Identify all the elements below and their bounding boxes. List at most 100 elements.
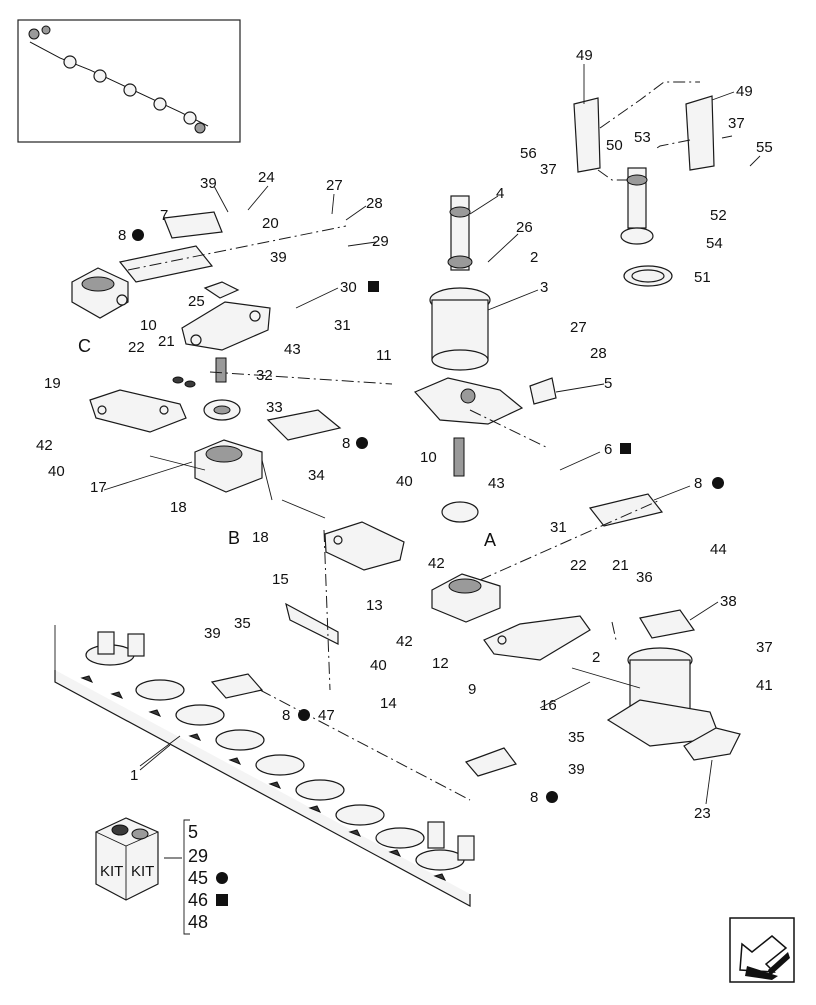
callout-54: 54 xyxy=(706,235,723,252)
gearbox-c xyxy=(71,267,129,319)
callout-12: 12 xyxy=(432,655,449,672)
callout-31: 31 xyxy=(550,519,567,536)
square-marker-icon xyxy=(368,281,379,292)
square-marker-icon xyxy=(620,443,631,454)
callout-33: 33 xyxy=(266,399,283,416)
callout-30: 30 xyxy=(340,279,357,296)
callout-6: 6 xyxy=(604,441,612,458)
cutterbar-discs xyxy=(85,631,475,871)
callout-40: 40 xyxy=(370,657,387,674)
hub-10-center xyxy=(413,377,524,425)
callout-29: 29 xyxy=(372,233,389,250)
callout-49: 49 xyxy=(736,83,753,100)
callout-8: 8 xyxy=(342,435,350,452)
callout-28: 28 xyxy=(366,195,383,212)
callout-11: 11 xyxy=(376,347,392,364)
callout-14: 14 xyxy=(380,695,397,712)
callout-3: 3 xyxy=(540,279,548,296)
guard-plates xyxy=(210,409,664,777)
callout-10: 10 xyxy=(420,449,437,466)
callout-18: 18 xyxy=(252,529,269,546)
callout-13: 13 xyxy=(366,597,383,614)
callout-41: 41 xyxy=(756,677,773,694)
circle-marker-icon xyxy=(712,477,724,489)
ring-51 xyxy=(623,265,673,287)
previous-page-arrow-button[interactable] xyxy=(729,917,795,983)
callout-21: 21 xyxy=(612,557,629,574)
callout-25: 25 xyxy=(188,293,205,310)
callout-labels: 49 49 37 53 55 50 56 37 52 54 51 39 24 2… xyxy=(36,47,773,822)
drive-shaft-4 xyxy=(447,195,473,271)
callout-43: 43 xyxy=(488,475,505,492)
callout-23: 23 xyxy=(694,805,711,822)
callout-44: 44 xyxy=(710,541,727,558)
callout-22: 22 xyxy=(570,557,587,574)
link-arm-9 xyxy=(483,615,591,661)
kit-item-46: 46 xyxy=(188,890,208,910)
callout-8: 8 xyxy=(118,227,126,244)
callout-18: 18 xyxy=(170,499,187,516)
callout-8: 8 xyxy=(282,707,290,724)
callout-8: 8 xyxy=(694,475,702,492)
callout-36: 36 xyxy=(636,569,653,586)
callout-38: 38 xyxy=(720,593,737,610)
callout-53: 53 xyxy=(634,129,651,146)
view-b-label: B xyxy=(228,528,240,548)
callout-34: 34 xyxy=(308,467,325,484)
callout-26: 26 xyxy=(516,219,533,236)
callout-56: 56 xyxy=(520,145,537,162)
callout-10: 10 xyxy=(140,317,157,334)
callout-42: 42 xyxy=(36,437,53,454)
callout-19: 19 xyxy=(44,375,61,392)
shaft-16 xyxy=(571,667,641,689)
callout-40: 40 xyxy=(396,473,413,490)
kit-item-29: 29 xyxy=(188,846,208,866)
callout-markers xyxy=(132,229,724,803)
end-housing xyxy=(606,609,721,747)
callout-52: 52 xyxy=(710,207,727,224)
callout-2: 2 xyxy=(592,649,600,666)
kit-item-45: 45 xyxy=(188,868,208,888)
housing-3 xyxy=(429,287,491,371)
circle-marker-icon xyxy=(298,709,310,721)
callout-16: 16 xyxy=(540,697,557,714)
shaft-15 xyxy=(281,499,326,519)
callout-35: 35 xyxy=(568,729,585,746)
callout-24: 24 xyxy=(258,169,275,186)
link-arm-19 xyxy=(89,376,196,433)
callout-27: 27 xyxy=(570,319,587,336)
kit-item-48: 48 xyxy=(188,912,208,932)
callout-9: 9 xyxy=(468,681,476,698)
circle-marker-icon xyxy=(216,872,228,884)
callout-8: 8 xyxy=(530,789,538,806)
callout-2: 2 xyxy=(530,249,538,266)
callout-28: 28 xyxy=(590,345,607,362)
callout-55: 55 xyxy=(756,139,773,156)
circle-marker-icon xyxy=(132,229,144,241)
callout-5: 5 xyxy=(604,375,612,392)
callout-32: 32 xyxy=(256,367,273,384)
callout-1: 1 xyxy=(130,767,138,784)
gearbox-b xyxy=(149,439,273,501)
callout-21: 21 xyxy=(158,333,175,350)
hub-10-left xyxy=(181,281,271,351)
skid-23 xyxy=(683,727,741,761)
overview-thumbnail xyxy=(17,19,241,143)
callout-31: 31 xyxy=(334,317,351,334)
kit-legend: KIT KIT 5 29 45 46 48 xyxy=(95,817,228,935)
callout-39: 39 xyxy=(568,761,585,778)
callout-4: 4 xyxy=(496,185,504,202)
kit-box-label-left: KIT xyxy=(100,863,123,880)
callout-51: 51 xyxy=(694,269,711,286)
link-arm-13 xyxy=(324,521,405,571)
cutterbar-assembly xyxy=(54,625,475,908)
leader-lines xyxy=(103,64,761,805)
callout-35: 35 xyxy=(234,615,251,632)
universal-joint-50 xyxy=(620,167,654,245)
gearbox-a xyxy=(431,573,501,623)
square-marker-icon xyxy=(216,894,228,906)
callout-20: 20 xyxy=(262,215,279,232)
callout-39: 39 xyxy=(270,249,287,266)
